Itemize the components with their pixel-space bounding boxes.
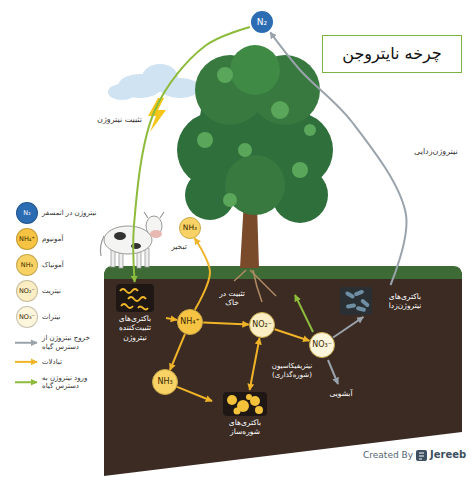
formula-text: NH₃ xyxy=(157,378,172,386)
formula-text: N₂ xyxy=(257,18,267,27)
formula-text: NO₃⁻ xyxy=(312,341,332,349)
edge-label-box: نیتروژن‌زدایی xyxy=(412,146,460,158)
edge-label: نیتروژن‌زدایی xyxy=(414,147,458,157)
legend-text: تبادلات xyxy=(42,358,98,367)
legend-arrow-sample xyxy=(15,381,37,383)
grass xyxy=(104,266,462,279)
legend-row: تبادلات xyxy=(42,358,98,367)
legend-arrow-sample xyxy=(15,342,37,344)
compound-circle: NO₃⁻ xyxy=(309,332,336,359)
legend-row: نیتروژن در اتمسفر xyxy=(42,209,98,218)
flow-arrow xyxy=(195,238,210,310)
compound-circle: NO₂⁻ xyxy=(249,312,276,339)
process-note: نیتریفیکاسیون (شوره‌گذاری) xyxy=(264,362,320,380)
legend-swatch: N₂ xyxy=(16,202,38,224)
credit-brand: Jereeb xyxy=(430,449,466,462)
uptake-arrow xyxy=(295,295,313,332)
edge-label-box: تثبیت نیتروژن xyxy=(95,114,144,126)
legend-symbol: NH₃ xyxy=(21,262,33,269)
legend-symbol: NO₃⁻ xyxy=(19,314,35,321)
formula-text: NO₂⁻ xyxy=(252,321,272,329)
flow-arrow xyxy=(177,387,212,401)
bacteria-label: باکتری‌های تثبیت‌کننده نیتروژن xyxy=(106,314,164,342)
legend-text: خروج نیتروژن از دسترس گیاه xyxy=(42,334,98,352)
title-text: چرخه نایتروجن xyxy=(342,44,442,63)
legend-row: آمونیوم xyxy=(42,235,98,244)
lightning xyxy=(148,98,166,132)
edge-label: تثبیت نیتروژن xyxy=(97,115,142,125)
legend-row: آمونیاک xyxy=(42,261,98,270)
flow-arrow xyxy=(333,317,363,338)
legend-arrow-sample xyxy=(15,361,37,363)
process-caption: تبخیر xyxy=(149,242,209,251)
legend-text: ورود نیتروژن به دسترس گیاه xyxy=(42,374,98,392)
formula-text: NH₃ xyxy=(183,224,197,232)
bacteria-icon xyxy=(116,284,154,312)
legend-text: نیتروژن در اتمسفر xyxy=(42,209,98,218)
legend-swatch: NO₃⁻ xyxy=(16,306,38,328)
legend-swatch: NH₃ xyxy=(16,254,38,276)
legend-swatch: NO₂⁻ xyxy=(16,280,38,302)
bacteria-node: باکتری‌های شوره‌ساز xyxy=(212,390,278,439)
atmosphere-circle: N₂ xyxy=(249,9,275,35)
cloud xyxy=(108,64,200,100)
tree-canopy xyxy=(177,45,333,223)
flow-arrow xyxy=(275,329,310,341)
compound-circle: NH₄⁺ xyxy=(177,309,203,335)
bacteria-label: باکتری‌های نیتروژن‌زدا xyxy=(376,292,434,311)
legend-text: نیترات xyxy=(42,313,98,322)
flow-arrow xyxy=(133,27,250,282)
flow-arrow xyxy=(166,318,177,320)
compound-circle: NH₃ xyxy=(152,369,178,395)
bacteria-icon xyxy=(340,287,372,315)
flow-arrow xyxy=(203,323,248,325)
legend-swatch: NH₄⁺ xyxy=(16,228,38,250)
legend-symbol: NO₂⁻ xyxy=(19,288,35,295)
bacteria-node: باکتری‌های نیتروژن‌زدا xyxy=(338,285,436,317)
compound-circle: NH₃تبخیر xyxy=(179,217,201,239)
flow-arrow xyxy=(170,334,185,370)
legend-row: خروج نیتروژن از دسترس گیاه xyxy=(42,334,98,352)
legend-row: نیترات xyxy=(42,313,98,322)
soil xyxy=(104,268,462,476)
legend-text: آمونیوم xyxy=(42,235,98,244)
legend-row: ورود نیتروژن به دسترس گیاه xyxy=(42,374,98,392)
flow-arrow xyxy=(250,338,260,390)
bacteria-icon xyxy=(223,392,267,416)
legend-symbol: N₂ xyxy=(23,210,30,217)
legend-text: نیتریت xyxy=(42,287,98,296)
cow xyxy=(100,212,164,268)
credit-text: Created By xyxy=(363,450,413,461)
legend-row: نیتریت xyxy=(42,287,98,296)
brand-logo xyxy=(416,450,427,461)
title-box: چرخه نایتروجن xyxy=(322,35,462,73)
soil-note: تثبیت در خاک xyxy=(212,289,252,308)
bacteria-node: باکتری‌های تثبیت‌کننده نیتروژن xyxy=(104,282,166,344)
legend-symbol: NH₄⁺ xyxy=(19,236,35,243)
formula-text: NH₄⁺ xyxy=(180,318,199,326)
legend-text: آمونیاک xyxy=(42,261,98,270)
process-note: آبشویی xyxy=(318,389,364,398)
leaching-arrow xyxy=(328,360,338,384)
bacteria-label: باکتری‌های شوره‌ساز xyxy=(214,418,276,437)
